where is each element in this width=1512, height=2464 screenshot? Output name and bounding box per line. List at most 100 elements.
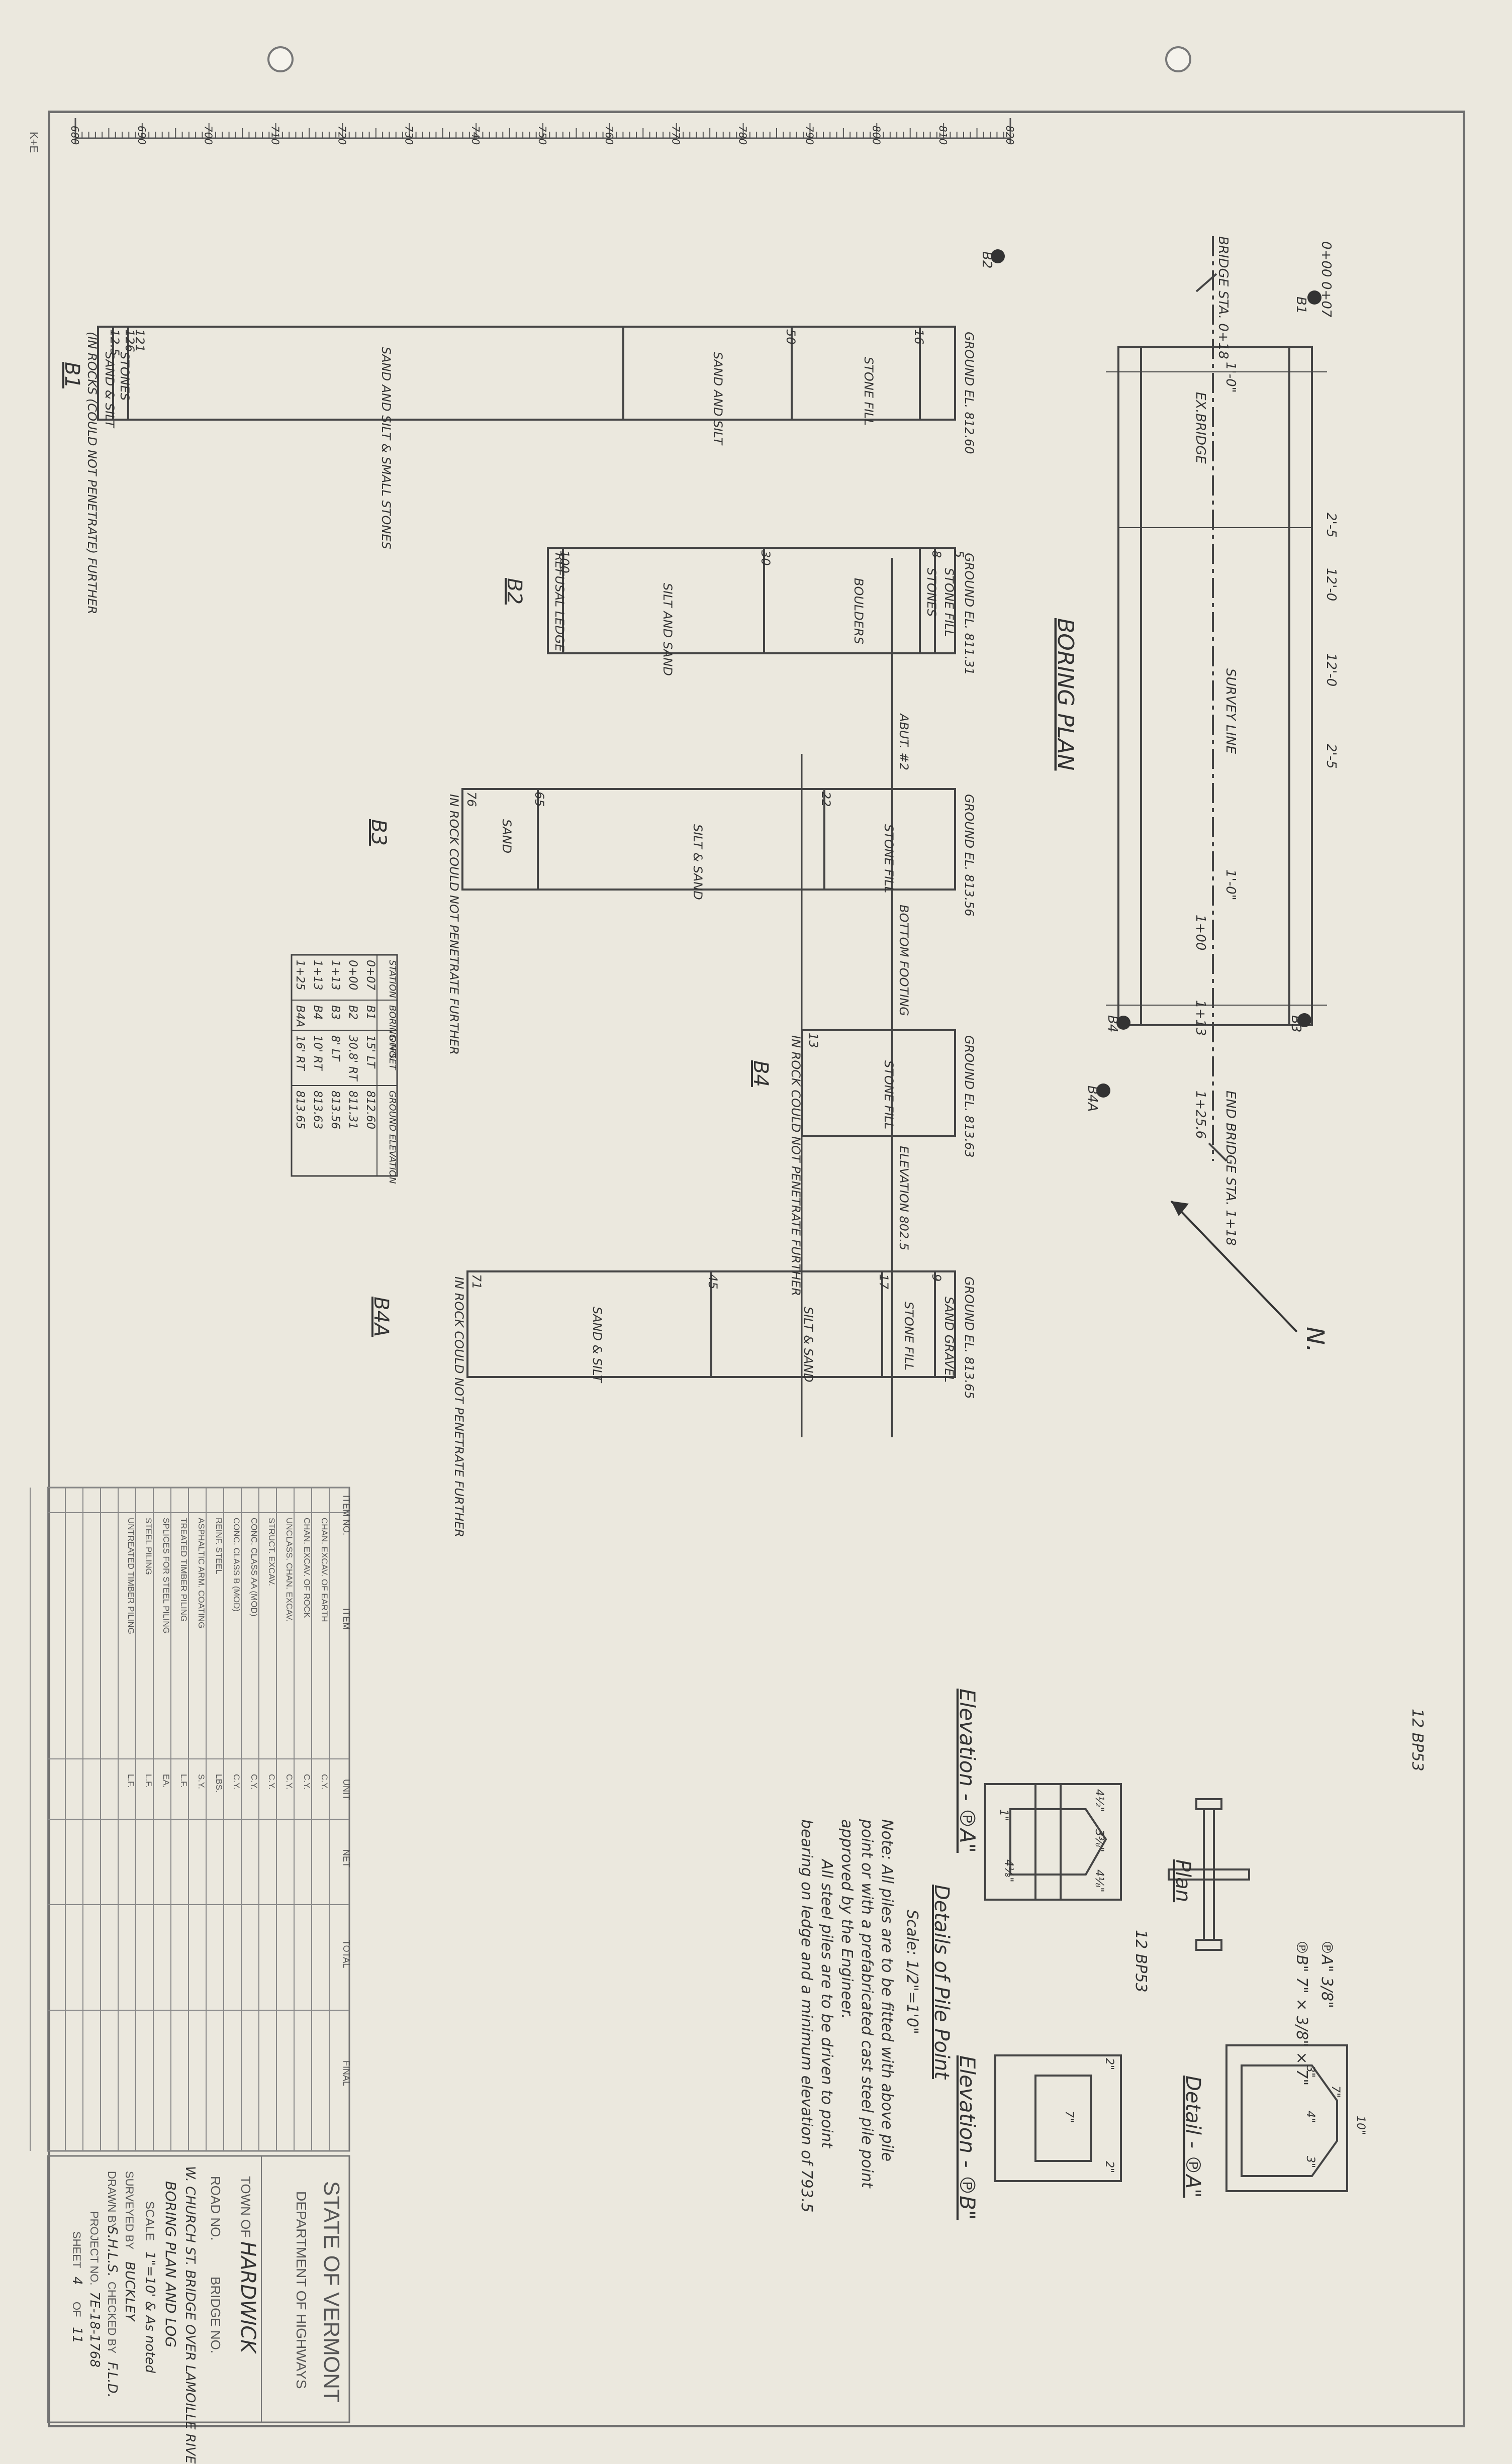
b3-note: IN ROCK COULD NOT PENETRATE FURTHER	[447, 794, 461, 1055]
boring-table-cell: 8' LT	[329, 1035, 341, 1062]
scale-label: SCALE	[143, 2201, 156, 2241]
scale-label: 750	[536, 126, 548, 145]
qty-unit: L.F.	[126, 1774, 136, 1788]
b3-name: B3	[367, 819, 390, 846]
town-value: HARDWICK	[236, 2241, 259, 2354]
town-label: TOWN OF	[238, 2176, 253, 2237]
road-label: ROAD NO.	[208, 2176, 223, 2241]
dim-3b: 3"	[1304, 2156, 1316, 2168]
b4a-depth-17: 17	[877, 1274, 891, 1290]
dim-2-5b-label: 2'-5	[1324, 744, 1339, 769]
scale-label: 710	[269, 126, 281, 145]
of-label: OF	[70, 2302, 83, 2317]
boring-table-cell: B1	[364, 1005, 376, 1020]
qty-unit: L.F.	[179, 1774, 188, 1788]
elev-a-title: Elevation - ℗A"	[955, 1689, 980, 1853]
b2-depth-100: 100	[557, 550, 572, 573]
end-bridge-label: END BRIDGE STA. 1+18	[1223, 1091, 1238, 1246]
b4a-depth-9: 9	[929, 1274, 943, 1282]
qty-item: CONC. CLASS B (MOD)	[232, 1518, 241, 1612]
sta-end-label: 1+25.6	[1193, 1091, 1208, 1139]
qty-item: REINF. STEEL	[214, 1518, 224, 1574]
b4a-depth-71: 71	[469, 1274, 484, 1290]
b4a-depth-45: 45	[706, 1274, 720, 1290]
b2-layer-refusal: REFUSAL LEDGE	[552, 553, 566, 652]
boring-table-cell: 813.65	[294, 1091, 306, 1129]
detail-a-title: Detail - ℗A"	[1181, 2076, 1204, 2198]
survey-line-label: SURVEY LINE	[1223, 668, 1238, 754]
b2-layer-boulders: BOULDERS	[852, 578, 866, 644]
bridge-no-label: BRIDGE NO.	[208, 2277, 223, 2353]
dim-2-5a-label: 2'-5	[1324, 513, 1339, 538]
boring-table-header: GROUND ELEVATION	[387, 1091, 398, 1184]
qty-header: ITEM NO.	[341, 1495, 351, 1535]
sheet-border	[48, 111, 1465, 2427]
scale-label: 800	[870, 126, 882, 145]
boring-table-cell: 1+13	[311, 960, 324, 990]
plan-title: Plan	[1171, 1859, 1194, 1902]
qty-header: UNIT	[341, 1779, 351, 1800]
b4-ground-label: GROUND EL. 813.63	[962, 1035, 976, 1158]
qty-unit: LBS.	[214, 1774, 224, 1793]
dim-4-1-8a: 4⅛"	[1093, 1869, 1105, 1892]
sta-a-label: 0+07	[1318, 281, 1334, 318]
b1-layer-stones: STONES	[118, 352, 132, 401]
boring-table-header: BORING NO.	[387, 1005, 398, 1060]
project-label: PROJECT NO.	[88, 2211, 101, 2286]
qty-item: CHAN. EXCAV. OF EARTH	[320, 1518, 329, 1622]
b3-depth-65: 65	[532, 792, 546, 807]
scale-note: K+E	[28, 132, 40, 153]
desc-line-2: BORING PLAN AND LOG	[162, 2181, 179, 2347]
scale-label: 700	[203, 126, 215, 145]
svg-text:N.: N.	[1301, 1327, 1329, 1352]
b1-depth-126: 126	[123, 329, 137, 352]
pb-label: ℗B" 7" × 3/8" × 7"	[1293, 1940, 1310, 2086]
b3-layer-silt-sand: SILT & SAND	[691, 824, 705, 900]
scale-label: 740	[469, 126, 482, 145]
qty-item: STRUCT. EXCAV.	[267, 1518, 276, 1586]
drawn-label: DRAWN BY	[106, 2171, 118, 2230]
punch-hole-right	[1165, 46, 1191, 72]
ex-bridge-label: EX.BRIDGE	[1193, 392, 1208, 464]
pile-a-label: 12 BP53	[1408, 1709, 1426, 1771]
sta-start-label: 0+00	[1318, 241, 1334, 277]
b2-depth-5: 5	[952, 550, 966, 558]
dim-10: 10"	[1354, 2116, 1367, 2135]
qty-item: UNCLASS. CHAN. EXCAV.	[285, 1518, 294, 1622]
qty-unit: C.Y.	[232, 1774, 241, 1790]
of-value: 11	[69, 2327, 84, 2343]
qty-unit: S.Y.	[197, 1774, 206, 1789]
qty-header: FINAL	[341, 2060, 351, 2086]
boring-table-cell: 1+25	[294, 960, 306, 990]
punch-hole-left	[267, 46, 294, 72]
plan-b3-label: B3	[1288, 1015, 1303, 1032]
b1-depth-121: 121	[133, 329, 147, 352]
boring-table-cell: B4	[311, 1005, 324, 1020]
b2-ground-label: GROUND EL. 811.31	[962, 553, 976, 675]
b4-depth-13: 13	[806, 1033, 820, 1048]
abut-label: ABUT. #2	[897, 713, 911, 770]
bottom-footing-label: BOTTOM FOOTING	[897, 905, 911, 1016]
dim-2b: 2"	[1103, 2161, 1115, 2173]
plan-b4-label: B4	[1105, 1015, 1120, 1032]
qty-item: STEEL PILING	[144, 1518, 153, 1575]
elevation-label: ELEVATION 802.5	[897, 1146, 911, 1250]
drawn-value: S.H.L.S.	[105, 2226, 120, 2277]
scale-label: 790	[803, 126, 815, 145]
boring-table-cell: 0+07	[364, 960, 376, 990]
qty-header: NET	[341, 1849, 351, 1867]
sheet-value: 4	[69, 2277, 84, 2285]
note-line-5: bearing on ledge and a minimum elevation…	[798, 1819, 815, 2212]
qty-unit: C.Y.	[285, 1774, 294, 1790]
boring-table-cell: 16' RT	[294, 1035, 306, 1071]
b4a-layer-stone-fill: STONE FILL	[902, 1302, 916, 1370]
b4-name: B4	[749, 1060, 772, 1087]
qty-unit: C.Y.	[320, 1774, 329, 1790]
b3-depth-22: 22	[819, 792, 833, 807]
boring-table-cell: 813.63	[311, 1091, 324, 1129]
scale-label: 720	[336, 126, 348, 145]
